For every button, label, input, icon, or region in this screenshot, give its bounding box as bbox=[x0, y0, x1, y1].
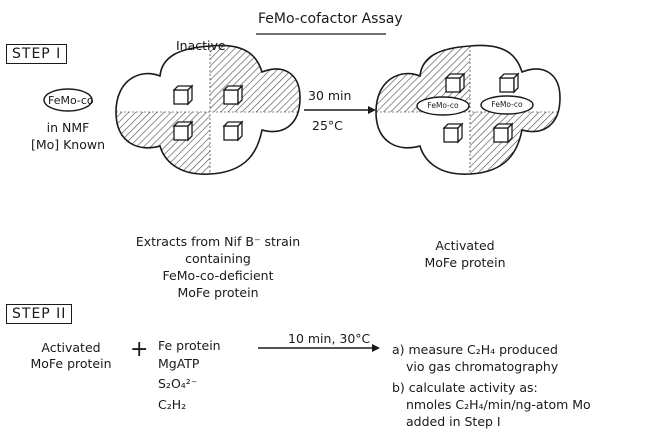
addition-dithionite: S₂O₄²⁻ bbox=[158, 376, 197, 391]
activated-caption-line2: MoFe protein bbox=[400, 255, 530, 270]
reagent-solvent: in NMF bbox=[20, 120, 116, 135]
cube-icon bbox=[174, 86, 192, 104]
inactive-protein-blob bbox=[110, 40, 310, 182]
activated-caption-line1: Activated bbox=[400, 238, 530, 253]
step1-label: STEP I bbox=[6, 44, 67, 64]
cube-icon bbox=[444, 124, 462, 142]
step1-time: 30 min bbox=[308, 88, 351, 103]
result-a-line2: vio gas chromatography bbox=[406, 359, 558, 374]
cube-icon bbox=[446, 74, 464, 92]
inactive-label: Inactive bbox=[176, 38, 226, 53]
step1-arrow bbox=[304, 106, 376, 114]
activated-protein-blob bbox=[370, 40, 570, 182]
step2-reactant-line2: MoFe protein bbox=[16, 356, 126, 371]
step2-reactant-line1: Activated bbox=[16, 340, 126, 355]
cube-icon bbox=[224, 86, 242, 104]
addition-mgatp: MgATP bbox=[158, 356, 199, 371]
extract-caption-line2: containing bbox=[120, 251, 316, 266]
step1-temperature: 25°C bbox=[312, 118, 343, 133]
extract-caption-line4: MoFe protein bbox=[120, 285, 316, 300]
cube-icon bbox=[224, 122, 242, 140]
result-a-line1: a) measure C₂H₄ produced bbox=[392, 342, 558, 357]
diagram-title: FeMo-cofactor Assay bbox=[258, 12, 403, 27]
bound-femo-co-right: FeMo-co bbox=[481, 100, 533, 110]
cube-icon bbox=[174, 122, 192, 140]
femo-co-label: FeMo-co bbox=[48, 93, 88, 108]
result-b-line3: added in Step I bbox=[406, 414, 501, 429]
extract-caption-line1: Extracts from Nif B⁻ strain bbox=[120, 234, 316, 249]
cube-icon bbox=[500, 74, 518, 92]
reagent-concentration: [Mo] Known bbox=[20, 137, 116, 152]
result-b-line2: nmoles C₂H₄/min/ng-atom Mo bbox=[406, 397, 591, 412]
plus-sign: + bbox=[130, 338, 148, 362]
result-b-line1: b) calculate activity as: bbox=[392, 380, 538, 395]
cube-icon bbox=[494, 124, 512, 142]
addition-acetylene: C₂H₂ bbox=[158, 397, 186, 412]
extract-caption-line3: FeMo-co-deficient bbox=[120, 268, 316, 283]
addition-fe-protein: Fe protein bbox=[158, 338, 221, 353]
bound-femo-co-left: FeMo-co bbox=[417, 101, 469, 111]
step2-conditions: 10 min, 30°C bbox=[288, 331, 370, 346]
step2-label: STEP II bbox=[6, 304, 72, 324]
